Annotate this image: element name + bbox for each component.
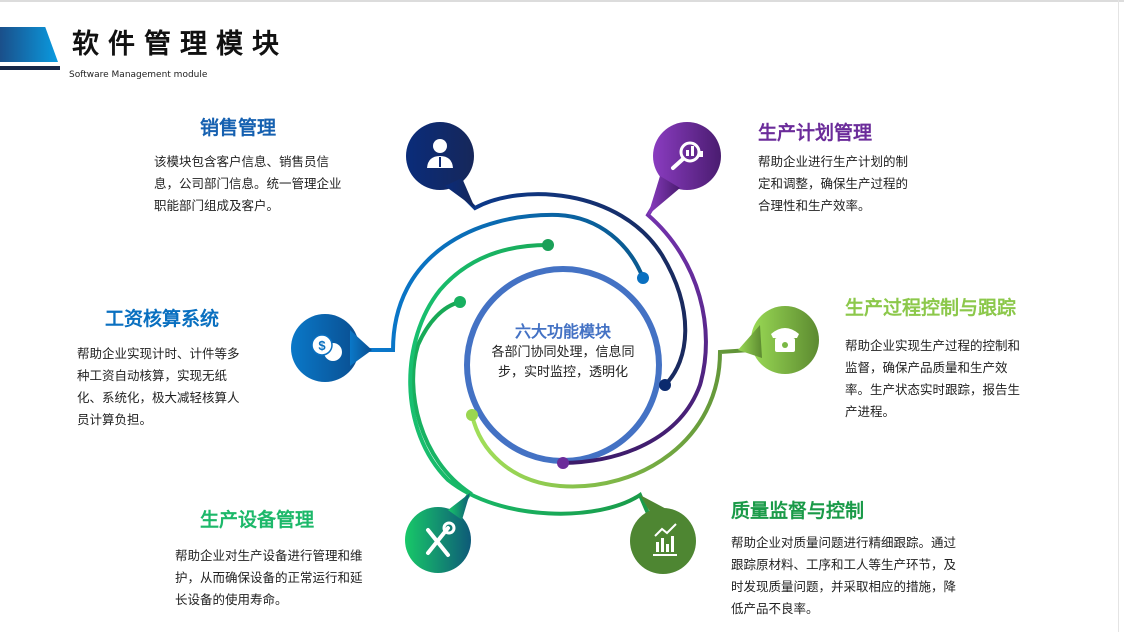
module-title-quality: 质量监督与控制: [731, 500, 865, 522]
path-end-dot: [659, 379, 671, 391]
module-desc-quality: 帮助企业对质量问题进行精细跟踪。通过跟踪原材料、工序和工人等生产环节，及时发现质…: [731, 535, 957, 616]
center-description: 各部门协同处理，信息同步，实时监控，透明化: [491, 345, 635, 380]
bubble-equipment: [405, 493, 471, 573]
header-bar: [0, 66, 60, 70]
path-equipment: [411, 300, 473, 517]
module-desc-sales: 该模块包含客户信息、销售员信息，公司部门信息。统一管理企业职能部门组成及客户。: [154, 154, 342, 213]
bubble-plan: [648, 122, 721, 215]
module-title-equipment: 生产设备管理: [200, 509, 315, 531]
page-subtitle: Software Management module: [69, 70, 208, 80]
path-end-dot: [637, 272, 649, 284]
user-icon: [427, 139, 453, 168]
module-title-salary: 工资核算系统: [105, 308, 220, 330]
module-title-process: 生产过程控制与跟踪: [845, 297, 1017, 319]
bubble-quality: [630, 495, 696, 574]
path-end-dot: [466, 409, 478, 421]
search-chart-icon: [671, 141, 703, 170]
module-desc-process: 帮助企业实现生产过程的控制和监督，确保产品质量和生产效率。生产状态实时跟踪，报告…: [845, 338, 1021, 419]
path-salary: [353, 212, 645, 352]
path-process: [470, 348, 752, 489]
module-desc-salary: 帮助企业实现计时、计件等多种工资自动核算，实现无纸化、系统化，极大减轻核算人员计…: [77, 346, 240, 427]
module-title-plan: 生产计划管理: [758, 122, 873, 144]
svg-text:$: $: [318, 338, 326, 353]
center-title: 六大功能模块: [514, 322, 611, 341]
bar-chart-icon: [653, 523, 677, 556]
right-border: [1118, 0, 1119, 632]
path-end-dot: [454, 296, 466, 308]
path-sales: [463, 192, 688, 387]
path-end-dot: [542, 239, 554, 251]
module-title-sales: 销售管理: [200, 117, 277, 139]
module-desc-equipment: 帮助企业对生产设备进行管理和维护，从而确保设备的正常运行和延长设备的使用寿命。: [175, 548, 363, 607]
page-title: 软件管理模块: [72, 29, 288, 60]
path-end-dot: [557, 457, 569, 469]
top-border: [0, 0, 1124, 2]
path-plan: [561, 180, 708, 465]
money-chat-icon: $: [311, 334, 342, 361]
tools-icon: [426, 521, 456, 557]
telephone-icon: [771, 328, 799, 352]
module-desc-plan: 帮助企业进行生产计划的制定和调整，确保生产过程的合理性和生产效率。: [758, 154, 909, 213]
path-quality: [408, 243, 652, 520]
